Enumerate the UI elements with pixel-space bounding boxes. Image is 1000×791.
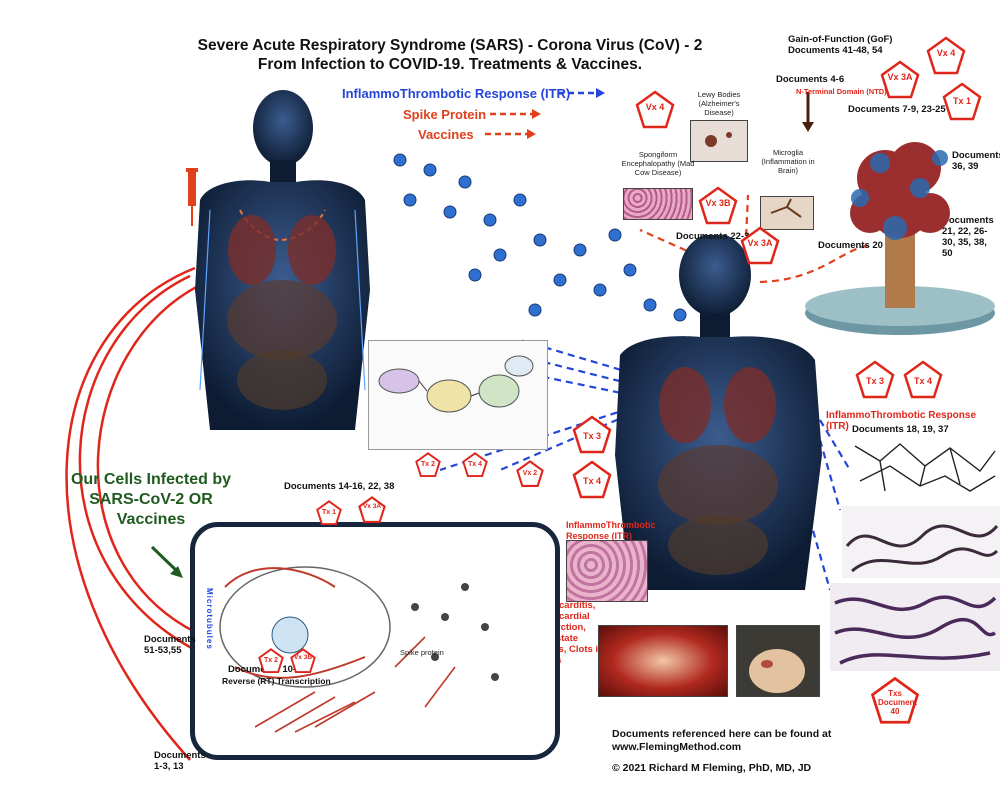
immune-diagram xyxy=(368,340,548,450)
red-connector-2 xyxy=(78,274,196,652)
badge-tx2-cell: Tx 2 xyxy=(415,452,441,478)
badge-vx4-brain: Vx 4 xyxy=(635,90,675,130)
badge-vx4-top: Vx 4 xyxy=(926,36,966,76)
badge-vx3a-top-label: Vx 3A xyxy=(887,72,913,82)
badge-tx3-right-label: Tx 3 xyxy=(865,376,884,386)
badge-tx3-mid: Tx 3 xyxy=(572,415,612,455)
lewy-bodies-label: Lewy Bodies (Alzheimer's Disease) xyxy=(697,90,741,117)
badge-vx3b-brain: Vx 3B xyxy=(698,186,738,226)
lewy-bodies-image xyxy=(690,120,748,162)
gof-line-1: Gain-of-Function (GoF) xyxy=(788,34,893,45)
footer-url[interactable]: www.FlemingMethod.com xyxy=(612,741,742,753)
red-connector-1 xyxy=(65,266,196,761)
badge-vx3a-cell-label: Vx 3A xyxy=(362,503,382,510)
legend-itr: InflammoThrombotic Response (ITR) xyxy=(342,86,570,101)
legend-itr-arrow-icon xyxy=(558,88,605,98)
itr-tissue-image xyxy=(566,540,648,602)
legend-spike-label: Spike Protein xyxy=(403,107,487,122)
spongiform-image xyxy=(623,188,693,220)
docs-14-label: Documents 14-16, 22, 38 xyxy=(284,481,395,492)
right-itr-title: InflammoThrombotic Response (ITR) xyxy=(826,410,977,432)
badge-tx2-bottom: Tx 2 xyxy=(258,648,284,674)
virus-stream xyxy=(393,153,687,322)
legend-vaccines: Vaccines xyxy=(418,127,474,142)
legend-spike: Spike Protein xyxy=(403,107,486,122)
cells-title-text: Our Cells Infected by SARS-CoV-2 OR Vacc… xyxy=(70,471,232,528)
badge-tx4-mid: Tx 4 xyxy=(572,460,612,500)
badge-tx2-cell-label: Tx 2 xyxy=(420,461,435,468)
badge-tx3-right: Tx 3 xyxy=(855,360,895,400)
myocardium-image xyxy=(598,625,728,697)
badge-vx4-brain-label: Vx 4 xyxy=(645,102,665,112)
mid-itr-label: InflammoThrombotic Response (ITR) xyxy=(566,520,656,541)
legend-spike-arrow-icon xyxy=(490,109,541,119)
left-body-figure xyxy=(195,90,370,430)
badge-tx3-mid-label: Tx 3 xyxy=(582,431,601,441)
gof-line-2: Documents 41-48, 54 xyxy=(788,45,883,56)
red-connector-3 xyxy=(96,283,201,634)
spongiform-label: Spongiform Encephalopathy (Mad Cow Disea… xyxy=(621,150,695,177)
docs-36-label: Documents 36, 39 xyxy=(952,150,1000,172)
badge-tx1-cell: Tx 1 xyxy=(316,500,342,526)
docs-1-label: Documents 1-3, 13 xyxy=(154,750,206,772)
badge-vx3b-bottom-label: Vx 3B xyxy=(293,654,313,661)
docs-4-6-label: Documents 4-6 xyxy=(776,74,845,85)
page-title: Severe Acute Respiratory Syndrome (SARS)… xyxy=(170,36,730,74)
badge-vx3a-brain: Vx 3A xyxy=(740,226,780,266)
legend-vaccines-arrow-icon xyxy=(485,129,536,139)
green-arrow-head xyxy=(170,566,183,578)
badge-vx3b-brain-label: Vx 3B xyxy=(705,198,731,208)
badge-tx4-right-label: Tx 4 xyxy=(913,376,932,386)
itr-clot-image-1 xyxy=(854,443,996,492)
title-line-2: From Infection to COVID-19. Treatments &… xyxy=(257,56,643,73)
footer-found: Documents referenced here can be found a… xyxy=(612,728,832,740)
badge-vx3a-brain-label: Vx 3A xyxy=(747,238,773,248)
cell-interior xyxy=(219,566,499,733)
badge-vx3a-top: Vx 3A xyxy=(880,60,920,100)
badge-txs-doc40: Txs Document 40 xyxy=(870,676,920,726)
right-itr-docs: Documents 18, 19, 37 xyxy=(852,424,949,435)
gof-label: Gain-of-Function (GoF) Documents 41-48, … xyxy=(788,34,892,56)
legend-vaccines-label: Vaccines xyxy=(418,127,474,142)
badge-tx4-cell-label: Tx 4 xyxy=(467,461,482,468)
spike-protein-image xyxy=(805,142,995,335)
microglia-label: Microglia (Inflammation in Brain) xyxy=(761,148,815,175)
reverse-transcription-label: Reverse (RT) Transcription xyxy=(222,676,331,686)
badge-vx3b-bottom: Vx 3B xyxy=(290,648,316,674)
badge-vx2-cell-label: Vx 2 xyxy=(522,470,538,477)
syringe-icon xyxy=(186,168,198,226)
microtubules-label: Microtubules xyxy=(205,588,214,650)
badge-tx2-bottom-label: Tx 2 xyxy=(263,657,278,664)
badge-tx4-cell: Tx 4 xyxy=(462,452,488,478)
legend-itr-label: InflammoThrombotic Response (ITR) xyxy=(342,86,571,101)
badge-tx4-right: Tx 4 xyxy=(903,360,943,400)
badge-txs-doc40-label: Txs Document 40 xyxy=(878,689,918,716)
docs-7-9-label: Documents 7-9, 23-25 xyxy=(848,104,946,115)
docs-21-label: Documents 21, 22, 26-30, 35, 38, 50 xyxy=(942,215,994,259)
badge-vx2-cell: Vx 2 xyxy=(516,460,544,488)
badge-tx1-cell-label: Tx 1 xyxy=(321,509,336,516)
itr-clot-image-3 xyxy=(830,583,1000,671)
docs-20-label: Documents 20 xyxy=(818,240,883,251)
cell-membrane xyxy=(190,522,560,760)
badge-tx1-top: Tx 1 xyxy=(942,82,982,122)
itr-clot-image-2 xyxy=(842,506,1000,578)
microglia-image xyxy=(760,196,814,230)
right-body-figure xyxy=(615,235,822,590)
badge-tx1-top-label: Tx 1 xyxy=(952,96,971,106)
brain-docs-label: Documents 22-34, 49 xyxy=(676,231,771,242)
badge-vx3a-cell: Vx 3A xyxy=(358,496,386,524)
footer-copyright: © 2021 Richard M Fleming, PhD, MD, JD xyxy=(612,762,812,774)
spike-protein-label: Spike protein xyxy=(400,648,444,657)
ntd-label: N-Terminal Domain (NTD) xyxy=(796,87,887,96)
cells-title: Our Cells Infected by SARS-CoV-2 OR Vacc… xyxy=(66,470,236,530)
docs-51-label: Documents 51-53,55 xyxy=(144,634,196,656)
toes-image xyxy=(736,625,820,697)
badge-vx4-top-label: Vx 4 xyxy=(936,48,956,58)
title-line-1: Severe Acute Respiratory Syndrome (SARS)… xyxy=(197,37,703,54)
badge-tx4-mid-label: Tx 4 xyxy=(582,476,601,486)
